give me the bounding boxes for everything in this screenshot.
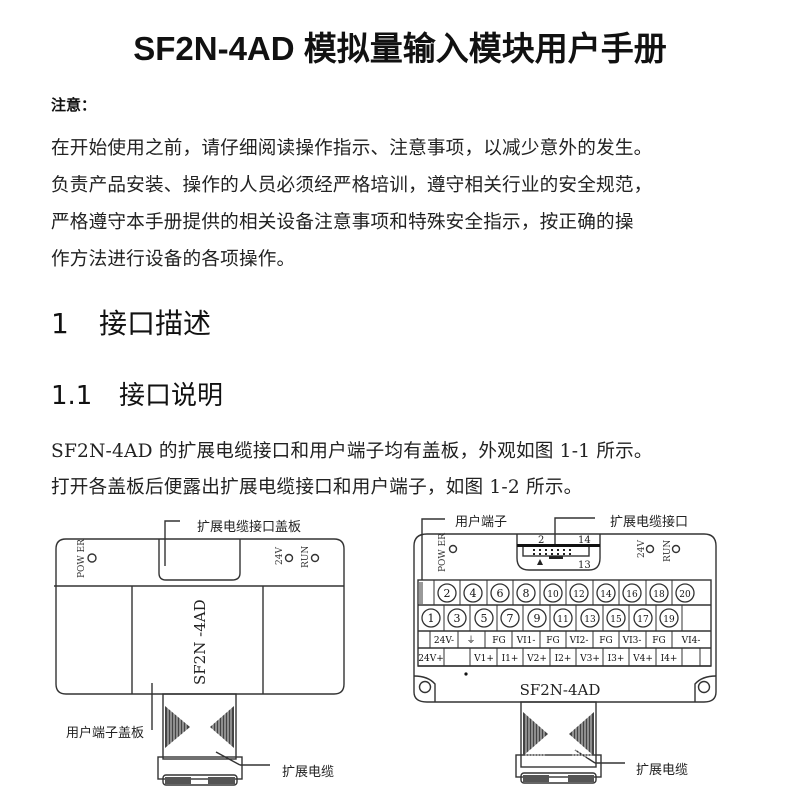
label-i2-plus: I2+ (555, 654, 572, 664)
label-ground: ⏚ (466, 635, 475, 646)
label-vi1-minus: VI1- (516, 636, 536, 646)
callout-connector-cover: 扩展电缆接口盖板 (197, 519, 301, 535)
terminal-13: 13 (584, 615, 596, 625)
terminal-14: 14 (600, 590, 612, 600)
terminal-4: 4 (470, 587, 477, 600)
terminal-9: 9 (534, 612, 541, 625)
body-line-2: 打开各盖板后便露出扩展电缆接口和用户端子，如图 1-2 所示。 (51, 477, 583, 498)
terminal-18: 18 (653, 590, 665, 600)
label-v1-plus: V1+ (473, 654, 494, 664)
label-v2-plus: V2+ (526, 654, 547, 664)
terminal-6: 6 (497, 587, 504, 600)
terminal-17: 17 (637, 615, 649, 625)
label-fg: FG (492, 636, 505, 646)
section-title: 接口说明 (119, 381, 224, 411)
section-heading-1-1: 1.1 接口说明 (51, 375, 223, 412)
notice-line-3: 严格遵守本手册提供的相关设备注意事项和特殊安全指示，按正确的操 (51, 212, 634, 233)
connector-pin-14: 14 (578, 535, 591, 546)
led-power-label: POW ER (438, 533, 448, 572)
terminal-2: 2 (444, 587, 451, 600)
callout-user-terminal: 用户端子 (455, 514, 507, 530)
label-fg: FG (599, 636, 612, 646)
terminal-5: 5 (481, 612, 488, 625)
led-run-label: RUN (663, 540, 673, 562)
led-24v-label: 24V (637, 540, 647, 558)
terminal-1: 1 (428, 612, 435, 625)
callout-expansion-cable: 扩展电缆 (282, 764, 334, 780)
section-title: 接口描述 (99, 307, 212, 340)
module-label: SF2N-4AD (520, 681, 601, 699)
terminal-7: 7 (507, 612, 514, 625)
section-heading-1: 1 接口描述 (51, 302, 211, 342)
terminal-19: 19 (663, 615, 675, 625)
label-i3-plus: I3+ (608, 654, 625, 664)
section-number: 1.1 (51, 381, 93, 411)
notice-label: 注意： (51, 96, 97, 114)
connector-pin-2: 2 (538, 535, 544, 546)
label-vi4-minus: VI4- (681, 636, 701, 646)
label-v4-plus: V4+ (632, 654, 653, 664)
connector-pin-13: 13 (578, 560, 591, 571)
label-24v-plus: 24V+ (418, 654, 444, 664)
section-number: 1 (51, 307, 69, 340)
label-v3-plus: V3+ (579, 654, 600, 664)
callout-terminal-cover: 用户端子盖板 (66, 725, 144, 741)
notice-line-2: 负责产品安装、操作的人员必须经严格培训，遵守相关行业的安全规范， (51, 175, 653, 196)
label-fg: FG (546, 636, 559, 646)
module-label: SF2N -4AD (191, 599, 209, 685)
terminal-16: 16 (626, 590, 638, 600)
terminal-20: 20 (679, 590, 691, 600)
callout-expansion-connector: 扩展电缆接口 (610, 514, 688, 530)
label-i4-plus: I4+ (661, 654, 678, 664)
label-fg: FG (652, 636, 665, 646)
label-i1-plus: I1+ (502, 654, 519, 664)
led-power-label: POW ER (77, 539, 87, 578)
led-24v-label: 24V (275, 547, 285, 565)
body-line-1: SF2N-4AD 的扩展电缆接口和用户端子均有盖板，外观如图 1-1 所示。 (51, 441, 653, 462)
notice-line-4: 作方法进行设备的各项操作。 (51, 249, 296, 270)
document-title: SF2N-4AD 模拟量输入模块用户手册 (133, 30, 667, 67)
terminal-11: 11 (557, 615, 568, 625)
callout-expansion-cable: 扩展电缆 (636, 762, 688, 778)
terminal-15: 15 (610, 615, 622, 625)
label-vi2-minus: VI2- (569, 636, 589, 646)
terminal-12: 12 (573, 590, 584, 600)
label-vi3-minus: VI3- (622, 636, 642, 646)
terminal-3: 3 (454, 612, 461, 625)
notice-line-1: 在开始使用之前，请仔细阅读操作指示、注意事项，以减少意外的发生。 (51, 138, 653, 159)
terminal-10: 10 (547, 590, 559, 600)
led-run-label: RUN (301, 546, 311, 568)
terminal-8: 8 (523, 587, 530, 600)
label-24v-minus: 24V- (434, 636, 454, 646)
